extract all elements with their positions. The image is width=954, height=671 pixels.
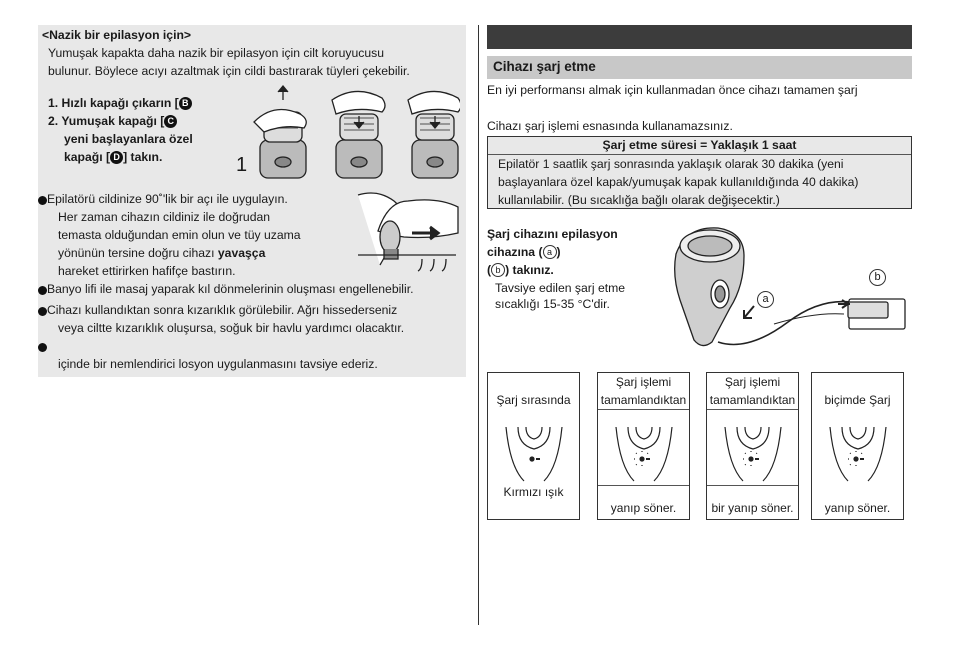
charge-instr-line-2-prefix: cihazına ( [487, 245, 543, 259]
charge-instr-line-3-suffix: ) takınız. [505, 263, 554, 277]
charging-time-line-2: başlayanlara özel kapak/yumuşak kapak ku… [498, 175, 859, 189]
panel-divider [598, 409, 689, 410]
bullet-1-line-4-text: yönünün tersine doğru cihazı [58, 246, 218, 260]
bullet-1-line-1: Epilatörü cildinize 90˚'lik bir açı ile … [47, 192, 288, 206]
cap-change-illustration [253, 84, 460, 179]
step-2-line-2: yeni başlayanlara özel [64, 132, 193, 146]
charging-time-line-3: kullanılabilir. (Bu sıcaklığa bağlı olar… [498, 193, 780, 207]
panel-2-top-line-1: Şarj işlemi [615, 375, 672, 389]
charging-time-title: Şarj etme süresi = Yaklaşık 1 saat [488, 137, 911, 155]
charging-time-line-1: Epilatör 1 saatlik şarj sonrasında yakla… [498, 157, 844, 171]
charge-instr-line-3: (b) takınız. [487, 261, 554, 279]
bullet-2: Banyo lifi ile masaj yaparak kıl dönmele… [47, 282, 414, 296]
step-2-text: 2. Yumuşak kapağı [ [48, 114, 165, 128]
bullet-1-line-5: hareket ettirirken hafifçe bastırın. [58, 264, 236, 278]
status-panel-complete-blink: Şarj işlemi tamamlandıktan yanıp söner. [597, 372, 690, 520]
section-header-band [487, 56, 912, 79]
indicator-icon [505, 426, 563, 482]
panel-4-bottom: yanıp söner. [824, 501, 891, 515]
charge-instr-line-4: Tavsiye edilen şarj etme [495, 281, 626, 295]
panel-divider [707, 409, 798, 410]
status-panel-full-blink: biçimde Şarj yanıp söner. [811, 372, 904, 520]
header-bar [487, 25, 912, 49]
column-divider [478, 25, 479, 625]
panel-1-top-line-2: Şarj sırasında [496, 393, 571, 407]
figure-label-a: a [757, 290, 774, 308]
figure-label-b-text: b [869, 269, 886, 286]
bullet-1-line-3: temasta olduğundan emin olun ve tüy uzam… [58, 228, 301, 242]
indicator-blink-icon [724, 426, 782, 482]
charge-instr-line-2-suffix: ) [556, 245, 561, 259]
charge-instr-line-3-prefix: ( [487, 263, 492, 277]
bullet-1-line-4: yönünün tersine doğru cihazı yavaşça [58, 244, 265, 262]
bullet-1-emphasis: yavaşça [217, 246, 266, 260]
intro-line-1: Yumuşak kapakta daha nazik bir epilasyon… [48, 46, 385, 60]
panel-3-bottom: bir yanıp söner. [711, 501, 794, 515]
badge-d: D [110, 151, 124, 164]
charge-paragraph-1: En iyi performansı almak için kullanmada… [487, 83, 858, 97]
panel-divider [707, 485, 798, 486]
panel-divider [598, 485, 689, 486]
bullet-3-line-1: Cihazı kullandıktan sonra kızarıklık gör… [47, 303, 398, 317]
figure-label-b: b [869, 268, 886, 286]
section-title: Cihazı şarj etme [493, 59, 596, 74]
step-1-text: 1. Hızlı kapağı çıkarın [ [48, 96, 179, 110]
gentle-epilation-panel: <Nazik bir epilasyon için> Yumuşak kapak… [38, 25, 466, 377]
indicator-blink-icon [615, 426, 673, 482]
application-angle-illustration [357, 192, 459, 272]
indicator-blink-icon [829, 426, 887, 482]
figure-number: 1 [236, 154, 248, 176]
bullet-dot [38, 307, 47, 316]
status-panel-complete-once: Şarj işlemi tamamlandıktan bir yanıp sön… [706, 372, 799, 520]
panel-1-bottom: Kırmızı ışık [503, 485, 564, 499]
badge-b: B [178, 97, 192, 110]
bullet-4-line-2: içinde bir nemlendirici losyon uygulanma… [58, 357, 378, 371]
label-a-marker: a [542, 245, 557, 259]
panel-2-top-line-2: tamamlandıktan [600, 393, 687, 407]
step-2-line-3-suffix: ] takın. [123, 150, 163, 164]
step-1: 1. Hızlı kapağı çıkarın [B [48, 94, 192, 112]
charge-paragraph-2: Cihazı şarj işlemi esnasında kullanamazs… [487, 119, 733, 133]
charge-instr-line-1: Şarj cihazını epilasyon [487, 227, 618, 241]
charger-connection-illustration [674, 227, 906, 347]
figure-label-a-text: a [757, 291, 774, 308]
charging-time-box: Şarj etme süresi = Yaklaşık 1 saat Epila… [487, 136, 912, 209]
label-b-marker: b [491, 263, 506, 277]
gentle-epilation-heading: <Nazik bir epilasyon için> [42, 28, 192, 42]
bullet-3-line-2: veya ciltte kızarıklık oluşursa, soğuk b… [58, 321, 405, 335]
bullet-dot [38, 196, 47, 205]
panel-2-bottom: yanıp söner. [610, 501, 677, 515]
charge-instr-line-5: sıcaklığı 15-35 °C'dir. [495, 297, 610, 311]
intro-line-2: bulunur. Böylece acıyı azaltmak için cil… [48, 64, 410, 78]
bullet-dot [38, 286, 47, 295]
bullet-1-line-2: Her zaman cihazın cildiniz ile doğrudan [58, 210, 271, 224]
badge-c: C [164, 115, 178, 128]
panel-4-top-line-2: biçimde Şarj [824, 393, 891, 407]
panel-3-top-line-1: Şarj işlemi [724, 375, 781, 389]
bullet-dot [38, 343, 47, 352]
step-2-line-3: kapağı [D] takın. [64, 148, 162, 166]
step-2: 2. Yumuşak kapağı [C [48, 112, 178, 130]
charge-instr-line-2: cihazına (a) [487, 243, 561, 261]
panel-3-top-line-2: tamamlandıktan [709, 393, 796, 407]
step-2-line-3-prefix: kapağı [ [64, 150, 111, 164]
status-panel-charging: Şarj sırasında Kırmızı ışık [487, 372, 580, 520]
